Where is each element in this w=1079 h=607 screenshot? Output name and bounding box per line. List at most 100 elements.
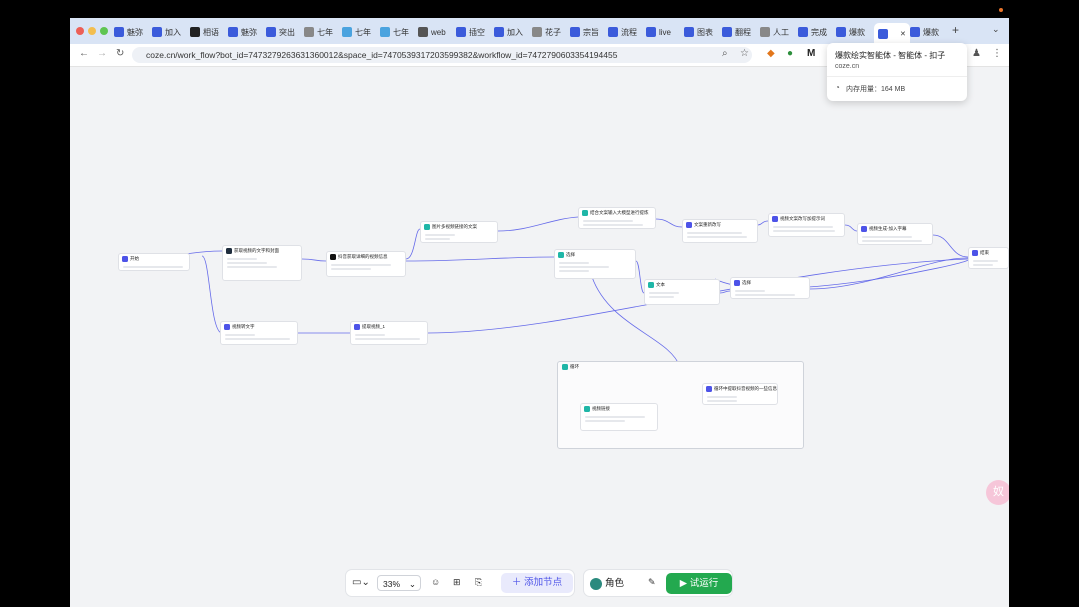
browser-tab[interactable]: 完成 [798, 23, 827, 41]
node-title: 视频转文字 [232, 324, 255, 329]
tab-label: web [431, 27, 446, 37]
browser-tab[interactable]: 图表 [684, 23, 713, 41]
workflow-node[interactable]: 获取视频的文字和封面 [222, 245, 302, 281]
tab-favicon-icon [836, 27, 846, 37]
tab-label: 翻程 [735, 27, 751, 37]
zoom-select[interactable]: 33% ⌄ [377, 575, 421, 591]
workflow-node[interactable]: 选择 [730, 277, 810, 299]
workflow-node[interactable]: 抖音获取详细的视频信息 [326, 251, 406, 277]
zoom-lens-icon[interactable]: ⌕ [722, 48, 728, 59]
workflow-node[interactable]: 视频链接 [580, 403, 658, 431]
maximize-window-button[interactable] [100, 27, 108, 35]
url-text[interactable]: coze.cn/work_flow?bot_id=747327926363136… [146, 50, 618, 60]
extension-shield-icon[interactable]: ● [787, 48, 794, 59]
role-button[interactable]: 角色 [590, 574, 624, 594]
workflow-node[interactable]: 图片多视频链接的文案 [420, 221, 498, 243]
tab-label: 人工 [773, 27, 789, 37]
browser-tab[interactable]: 加入 [152, 23, 181, 41]
tab-favicon-icon [646, 27, 656, 37]
browser-tab[interactable]: 七年 [342, 23, 371, 41]
workflow-node-start[interactable]: 开始 [118, 253, 190, 271]
tab-favicon-icon [304, 27, 314, 37]
browser-tab[interactable]: 相语 [190, 23, 219, 41]
browser-tab[interactable]: 七年 [304, 23, 333, 41]
browser-tab[interactable]: 花子 [532, 23, 561, 41]
address-bar[interactable]: coze.cn/work_flow?bot_id=747327926363136… [132, 47, 752, 63]
back-icon[interactable]: ← [79, 48, 89, 59]
browser-tab[interactable]: live [646, 23, 671, 41]
workflow-canvas[interactable]: 开始 获取视频的文字和封面 抖音获取详细的视频信息 图片多视频链接的文案 结合文… [70, 67, 1009, 607]
browser-tab[interactable]: 魅弥 [114, 23, 143, 41]
browser-tab[interactable]: 流程 [608, 23, 637, 41]
browser-tab[interactable]: 插空 [456, 23, 485, 41]
tab-label: live [659, 27, 672, 37]
browser-tab[interactable]: 人工 [760, 23, 789, 41]
node-title: 结束 [980, 250, 989, 255]
floating-assistant-button[interactable]: 奴 [986, 480, 1009, 505]
tab-favicon-icon [456, 27, 466, 37]
address-toolbar: ← → ↻ coze.cn/work_flow?bot_id=747327926… [70, 44, 1009, 67]
browser-tab[interactable]: 七年 [380, 23, 409, 41]
debug-icon[interactable]: ✎ [648, 577, 656, 587]
workflow-node[interactable]: 提取视频_1 [350, 321, 428, 345]
auto-layout-icon[interactable]: ⊞ [453, 577, 461, 587]
browser-tab[interactable]: 魅弥 [228, 23, 257, 41]
test-run-label: 试运行 [689, 578, 719, 589]
browser-tab[interactable]: ✕ [874, 23, 910, 44]
browser-tab[interactable]: 爆款 [910, 23, 939, 41]
browser-tab[interactable]: 翻程 [722, 23, 751, 41]
browser-tab[interactable]: 突出 [266, 23, 295, 41]
new-tab-button[interactable]: + [952, 23, 960, 37]
browser-tab[interactable]: 宗旨 [570, 23, 599, 41]
browser-tab[interactable]: 加入 [494, 23, 523, 41]
tab-favicon-icon [418, 27, 428, 37]
tab-favicon-icon [228, 27, 238, 37]
workflow-node[interactable]: 文案重新改写 [682, 219, 758, 243]
workflow-node[interactable]: 循环中提取抖音视频的一些信息 [702, 383, 778, 405]
test-run-button[interactable]: ▶ 试运行 [666, 573, 732, 594]
llm-icon [424, 224, 430, 230]
comment-icon[interactable]: ☺ [431, 577, 441, 587]
minimize-window-button[interactable] [88, 27, 96, 35]
bookmark-star-icon[interactable]: ☆ [740, 48, 749, 59]
tab-label: 魅弥 [127, 27, 143, 37]
browser-tab[interactable]: 爆款 [836, 23, 865, 41]
reload-icon[interactable]: ↻ [116, 48, 125, 59]
tab-favicon-icon [152, 27, 162, 37]
extension-m-icon[interactable]: M [807, 48, 816, 59]
edge-layer [153, 216, 969, 428]
menu-kebab-icon[interactable]: ⋮ [992, 48, 1002, 59]
workflow-node[interactable]: 视频生成-加入字幕 [857, 223, 933, 245]
workflow-node-condition[interactable]: 选择 [554, 249, 636, 279]
note-icon[interactable]: ⎘ [475, 577, 483, 587]
tab-favicon-icon [570, 27, 580, 37]
code-icon [584, 406, 590, 412]
code-icon [224, 324, 230, 330]
workflow-node[interactable]: 文本 [644, 279, 720, 305]
tab-favicon-icon [532, 27, 542, 37]
close-tab-icon[interactable]: ✕ [900, 30, 906, 38]
extension-fox-icon[interactable]: ◆ [767, 48, 775, 59]
forward-icon[interactable]: → [97, 48, 107, 59]
llm-icon [582, 210, 588, 216]
memory-icon: ◔ [835, 83, 840, 92]
profile-icon[interactable]: ♟ [972, 48, 981, 59]
workflow-node[interactable]: 视频转文字 [220, 321, 298, 345]
code-icon [686, 222, 692, 228]
tab-label: 七年 [393, 27, 409, 37]
node-title: 抖音获取详细的视频信息 [338, 254, 388, 259]
close-window-button[interactable] [76, 27, 84, 35]
workflow-node[interactable]: 结合文案输入大模型进行提炼 [578, 207, 656, 229]
minimap-icon[interactable]: ▭⌄ [352, 577, 370, 588]
tab-favicon-icon [798, 27, 808, 37]
start-icon [122, 256, 128, 262]
add-node-button[interactable]: ＋ 添加节点 [501, 573, 573, 593]
add-node-label: 添加节点 [524, 577, 563, 588]
chevron-down-icon[interactable]: ⌄ [992, 24, 1000, 34]
tab-favicon-icon [380, 27, 390, 37]
workflow-node[interactable]: 视频文案改写加提示词 [768, 213, 845, 237]
browser-tab[interactable]: web [418, 23, 446, 41]
tab-favicon-icon [494, 27, 504, 37]
workflow-node-end[interactable]: 结束 [968, 247, 1009, 269]
